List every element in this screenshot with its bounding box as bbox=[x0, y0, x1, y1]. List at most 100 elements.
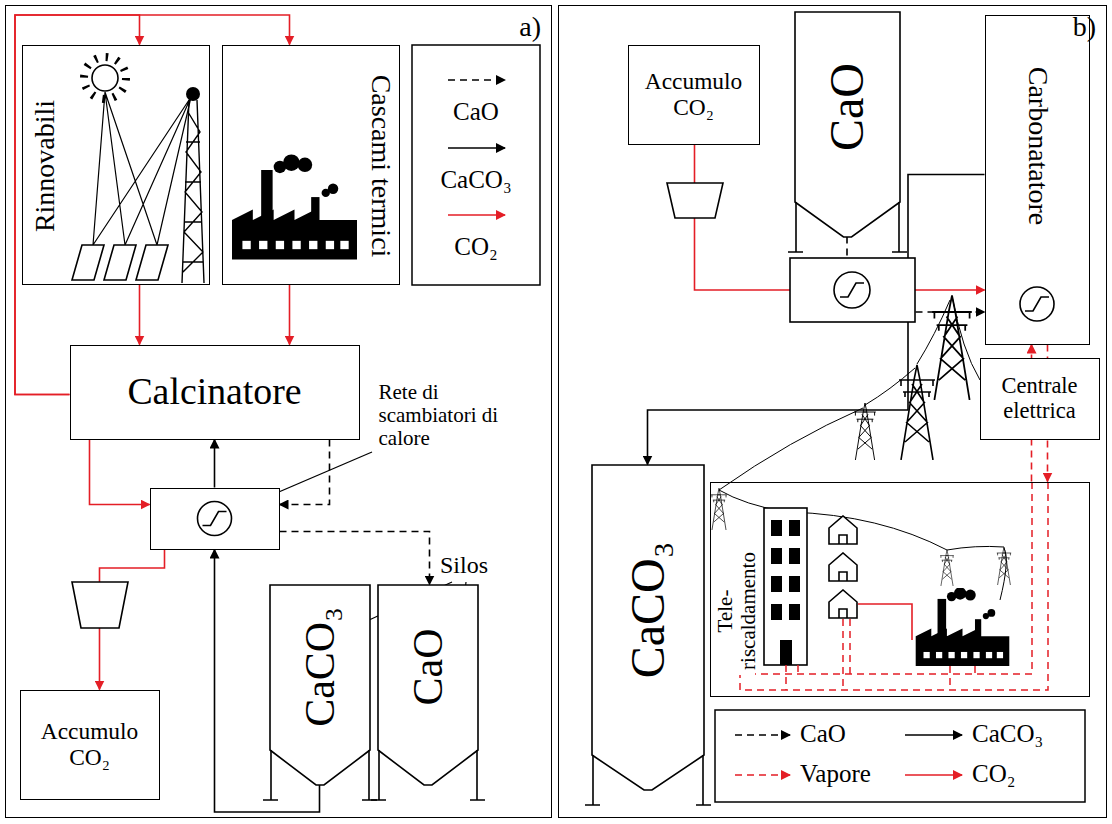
legend-a bbox=[412, 45, 540, 285]
power-lines bbox=[899, 365, 935, 460]
district-buildings bbox=[916, 587, 1010, 666]
heat-exchanger-symbol bbox=[1020, 287, 1054, 321]
legend-b bbox=[735, 734, 790, 736]
silo-legs bbox=[788, 202, 907, 252]
node-label: Cascami termici bbox=[365, 74, 396, 257]
legend-b bbox=[715, 710, 1085, 802]
node-label: Accumulo CO₂ bbox=[629, 46, 759, 144]
legend-b bbox=[905, 734, 962, 736]
district-buildings bbox=[829, 516, 857, 544]
legend-a bbox=[448, 79, 505, 81]
panel-frame: Accumulo CO₂ CaO CarbonatatoreCentrale ele… bbox=[558, 5, 1107, 818]
flow-connector bbox=[15, 15, 140, 395]
reactor-box: Carbonatatore bbox=[985, 15, 1090, 345]
district-buildings bbox=[789, 576, 800, 592]
solar-field bbox=[182, 100, 204, 283]
solar-field bbox=[186, 87, 200, 101]
solar-field bbox=[72, 245, 168, 280]
legend-a bbox=[448, 214, 505, 216]
district-buildings bbox=[780, 640, 792, 665]
node-label: CaO bbox=[404, 628, 450, 705]
power-lines bbox=[940, 550, 954, 586]
district-buildings bbox=[771, 548, 782, 564]
silo-outline bbox=[795, 12, 900, 237]
district-buildings bbox=[771, 520, 782, 536]
node-label: Carbonatatore bbox=[1022, 66, 1053, 225]
district-buildings bbox=[858, 604, 912, 640]
heat-exchanger-symbol bbox=[790, 258, 915, 322]
node-label: CaO bbox=[820, 63, 873, 151]
heat-exchanger: Rete di scambiatori di calore bbox=[150, 488, 280, 550]
storage-box: Accumulo CO₂ bbox=[628, 45, 760, 145]
node-label: a) bbox=[519, 12, 541, 43]
silo-outline bbox=[270, 585, 370, 785]
silo-outline bbox=[592, 465, 704, 790]
district-buildings bbox=[789, 604, 800, 620]
legend-label: CaCO₃ bbox=[972, 720, 1077, 748]
node-label: CaCO₃ bbox=[296, 607, 342, 727]
power-lines bbox=[719, 296, 1006, 600]
solar-field bbox=[93, 92, 191, 245]
node-label: Tele- riscaldamento bbox=[713, 546, 759, 676]
node-label: CaCO₃ bbox=[621, 541, 674, 678]
legend-label: Vapore bbox=[800, 760, 900, 788]
legend-a bbox=[412, 45, 540, 285]
legend-label: CO₂ bbox=[412, 233, 540, 261]
process-box: Calcinatore bbox=[70, 345, 360, 440]
heat-exchanger-symbol bbox=[834, 272, 870, 308]
steam-network bbox=[740, 482, 1048, 690]
source-box: Cascami termici bbox=[222, 45, 400, 285]
district-buildings bbox=[789, 548, 800, 564]
power-plant-box: Centrale elettrica bbox=[980, 358, 1100, 440]
heat-exchanger-symbol bbox=[202, 511, 226, 525]
compressor-symbol bbox=[72, 582, 128, 628]
panel-frame: RinnovabiliCascami termiciCalcinatoreRet… bbox=[5, 5, 552, 818]
factory-icon bbox=[232, 154, 357, 259]
power-lines bbox=[854, 403, 876, 460]
district-box: Tele- riscaldamento bbox=[710, 482, 1090, 697]
flow-connector bbox=[139, 285, 141, 345]
flow-connector bbox=[289, 285, 291, 345]
flow-connector bbox=[214, 440, 216, 488]
node-label: Rinnovabili bbox=[29, 99, 60, 231]
silo-legs bbox=[585, 755, 711, 805]
district-buildings bbox=[771, 604, 782, 620]
callout-label: Silos bbox=[440, 552, 488, 578]
solar-field bbox=[72, 57, 204, 283]
district-buildings bbox=[829, 590, 857, 618]
heat-exchanger-symbol bbox=[840, 283, 864, 297]
silo: CaO bbox=[378, 585, 478, 800]
legend-label: CaCO₃ bbox=[412, 166, 540, 194]
node-label: Rete di scambiatori di calore bbox=[379, 381, 504, 450]
power-lines bbox=[711, 488, 727, 530]
node-label: Accumulo CO₂ bbox=[21, 691, 159, 799]
silo: CaCO₃ bbox=[270, 585, 370, 800]
flow-connector bbox=[15, 15, 290, 395]
legend-b bbox=[715, 710, 1085, 802]
source-box: Rinnovabili bbox=[22, 45, 210, 285]
heat-exchanger-symbol bbox=[151, 489, 281, 551]
power-lines bbox=[932, 296, 972, 401]
compressor-symbol bbox=[667, 183, 723, 218]
heat-exchanger-symbol bbox=[197, 501, 231, 535]
heat-exchanger-symbol bbox=[1025, 297, 1049, 311]
node-label: b) bbox=[1073, 12, 1096, 43]
heat-exchanger-symbol bbox=[790, 258, 915, 322]
legend-b bbox=[905, 774, 962, 776]
silo-legs bbox=[263, 750, 377, 800]
flow-connector bbox=[280, 440, 330, 505]
legend-label: CaO bbox=[800, 720, 900, 748]
silo: CaO bbox=[795, 12, 900, 252]
flow-connector bbox=[280, 532, 430, 585]
steam-network bbox=[740, 482, 1048, 690]
silo-outline bbox=[378, 585, 478, 785]
node-label: Calcinatore bbox=[71, 346, 359, 439]
solar-field bbox=[92, 65, 118, 91]
legend-label: CO₂ bbox=[972, 760, 1077, 788]
legend-b bbox=[735, 774, 790, 776]
legend-label: CaO bbox=[412, 98, 540, 126]
storage-box: Accumulo CO₂ bbox=[20, 690, 160, 800]
district-buildings bbox=[789, 520, 800, 536]
district-buildings bbox=[829, 553, 857, 581]
